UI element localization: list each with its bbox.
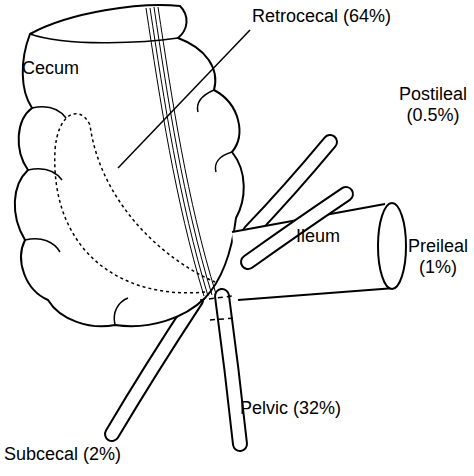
cecum-outline [15, 5, 244, 326]
part-label: Postileal (0.5%) [392, 84, 474, 126]
appendix-base [200, 296, 236, 320]
part-label: Ileum [296, 226, 366, 247]
leader-line [118, 30, 250, 168]
part-label: Subcecal (2%) [4, 444, 164, 465]
part-label: Preileal (1%) [402, 236, 474, 278]
ileum-end [378, 203, 406, 289]
part-label: Retrocecal (64%) [252, 6, 452, 27]
part-label: Cecum [22, 58, 102, 79]
taenia-coli [146, 7, 216, 296]
retrocecal-appendix [55, 114, 215, 293]
part-label: Pelvic (32%) [240, 398, 380, 419]
